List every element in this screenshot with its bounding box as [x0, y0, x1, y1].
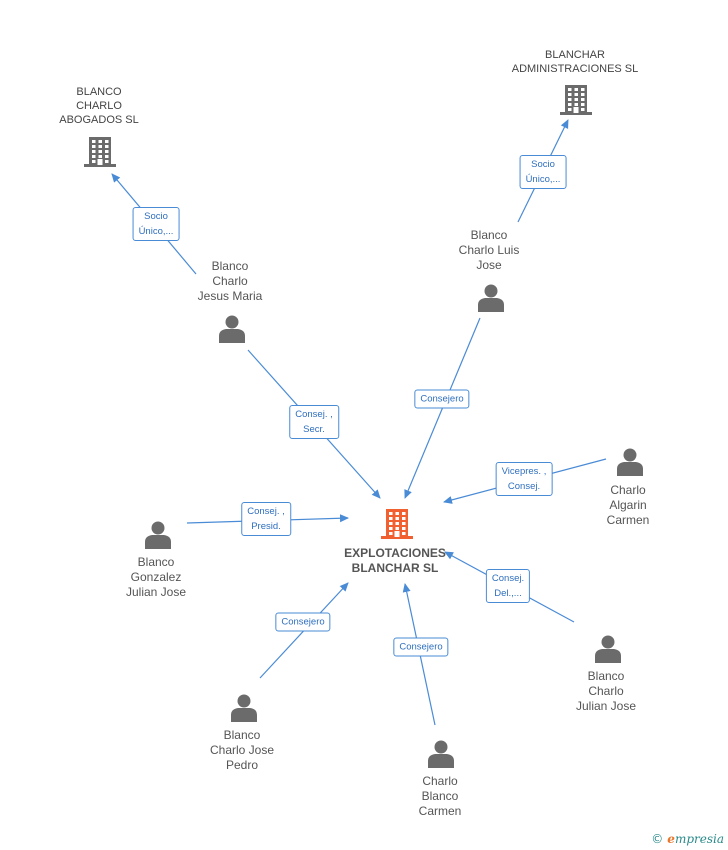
edge-label-line: Secr.: [303, 424, 325, 435]
edge-label-algarin_carmen[interactable]: Vicepres. , Consej.: [495, 462, 553, 496]
person-icon[interactable]: [617, 448, 643, 477]
node-label-line: BLANCHAR: [545, 49, 605, 61]
person-icon[interactable]: [219, 315, 245, 344]
person-icon[interactable]: [231, 694, 257, 723]
edge-label-line: Único,...: [525, 174, 561, 185]
node-label-line: Blanco: [211, 259, 249, 273]
node-label-line: Charlo: [212, 274, 248, 288]
node-label-blanco_charlo_abogados[interactable]: BLANCO CHARLO ABOGADOS SL: [59, 85, 138, 127]
node-label-line: EXPLOTACIONES: [344, 546, 446, 560]
person-icon[interactable]: [478, 284, 504, 313]
building-icon[interactable]: [381, 509, 413, 539]
node-label-line: Charlo Luis: [458, 243, 520, 257]
node-label-line: Charlo Jose: [209, 743, 275, 757]
edge-label-line: Socio: [144, 211, 168, 222]
node-label-line: Julian Jose: [125, 585, 187, 599]
edge-label-line: Único,...: [138, 226, 174, 237]
edge-label-gonzalez_julian[interactable]: Consej. , Presid.: [241, 502, 291, 536]
edge-label-line: Socio: [531, 159, 555, 170]
edge-label-line: Consej.: [491, 573, 525, 584]
node-label-line: ABOGADOS SL: [59, 114, 139, 126]
edge-label-line: Consejero: [281, 616, 325, 628]
node-label-line: Carmen: [606, 513, 650, 527]
node-label-line: Julian Jose: [575, 699, 637, 713]
node-label-line: Carmen: [418, 804, 462, 818]
empresia-brand[interactable]: ©empresia: [651, 832, 724, 846]
copyright-icon: ©: [651, 832, 664, 846]
edge-label-line: Consejero: [420, 393, 464, 405]
edge-label-line: Consej. ,: [295, 409, 333, 420]
node-label-line: Blanco: [470, 228, 508, 242]
node-label-line: Charlo: [610, 483, 646, 497]
node-label-line: Blanco: [421, 789, 459, 803]
building-icon[interactable]: [84, 137, 116, 167]
person-icon[interactable]: [595, 635, 621, 664]
node-label-line: Pedro: [225, 758, 259, 772]
edge-label-line: Del.,...: [494, 588, 522, 599]
edge-label-julian_jose[interactable]: Consej. Del.,...: [485, 569, 531, 603]
edge-label-line: Vicepres. ,: [501, 466, 547, 477]
node-label-line: Algarin: [609, 498, 647, 512]
node-label-line: Blanco: [137, 555, 175, 569]
edge-label-line: Presid.: [251, 521, 281, 532]
node-label-line: Blanco: [223, 728, 261, 742]
node-label-line: Jesus Maria: [197, 289, 263, 303]
node-label-line: CHARLO: [76, 100, 122, 112]
node-label-line: ADMINISTRACIONES SL: [511, 63, 639, 75]
edge-label-blanco_carmen[interactable]: Consejero: [393, 637, 449, 657]
node-label-line: Gonzalez: [130, 570, 182, 584]
node-label-line: Jose: [476, 258, 502, 272]
person-icon[interactable]: [428, 740, 454, 769]
edge-label-luis_jose[interactable]: Consejero: [414, 389, 470, 409]
node-label-line: BLANCHAR SL: [351, 561, 439, 575]
building-icon[interactable]: [560, 85, 592, 115]
edge-label-jesus_maria[interactable]: Consej. , Secr.: [289, 405, 339, 439]
edge-label-line: Consej. ,: [247, 506, 285, 517]
node-label-line: Blanco: [587, 669, 625, 683]
edge-label-line: Consejero: [399, 641, 443, 653]
edge-label-jose_pedro[interactable]: Consejero: [275, 612, 331, 632]
node-label-line: Charlo: [422, 774, 458, 788]
node-label-blanchar_admin[interactable]: BLANCHAR ADMINISTRACIONES SL: [512, 48, 639, 76]
node-label-line: BLANCO: [76, 86, 122, 98]
person-icon[interactable]: [145, 521, 171, 550]
node-label-line: Charlo: [588, 684, 624, 698]
edge-label-line: Consej.: [507, 481, 541, 492]
